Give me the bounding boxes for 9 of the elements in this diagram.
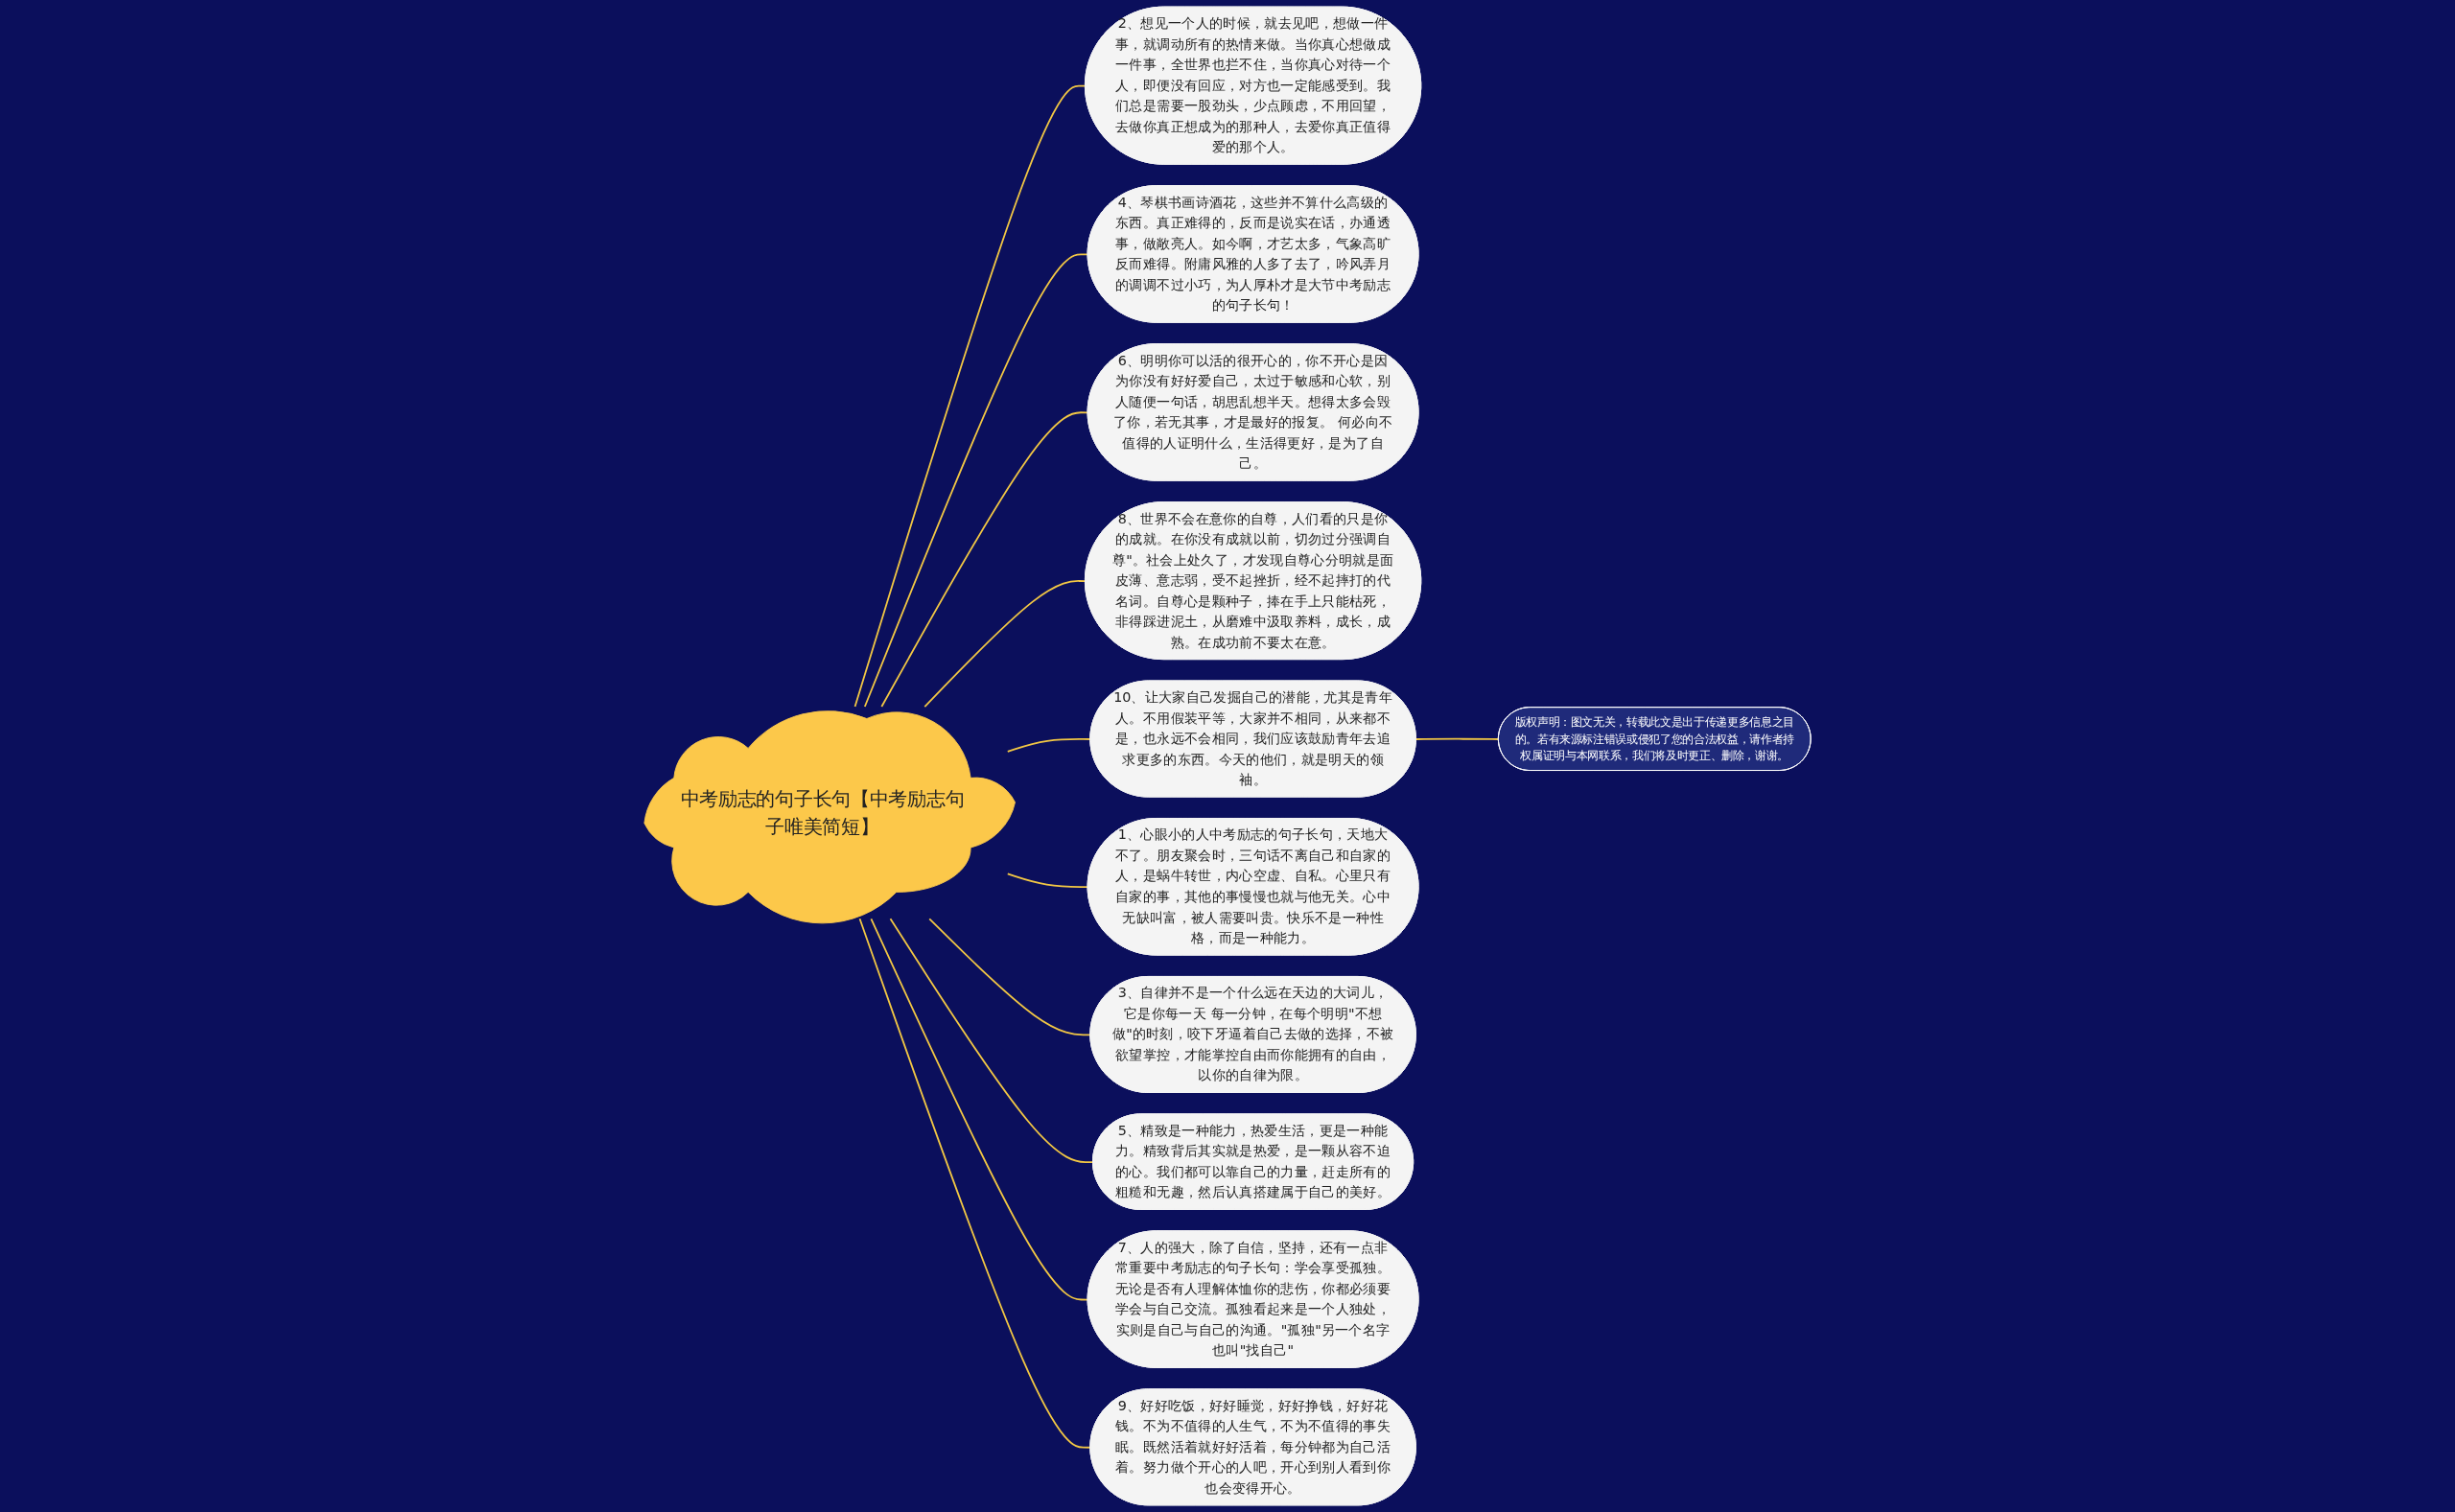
connector bbox=[853, 84, 1087, 708]
connector bbox=[1415, 737, 1500, 740]
connector bbox=[1006, 872, 1089, 889]
connector bbox=[863, 253, 1089, 708]
connector bbox=[870, 918, 1089, 1301]
connector bbox=[889, 918, 1094, 1163]
connector bbox=[924, 580, 1087, 708]
connector bbox=[858, 918, 1092, 1449]
connector bbox=[880, 411, 1089, 708]
